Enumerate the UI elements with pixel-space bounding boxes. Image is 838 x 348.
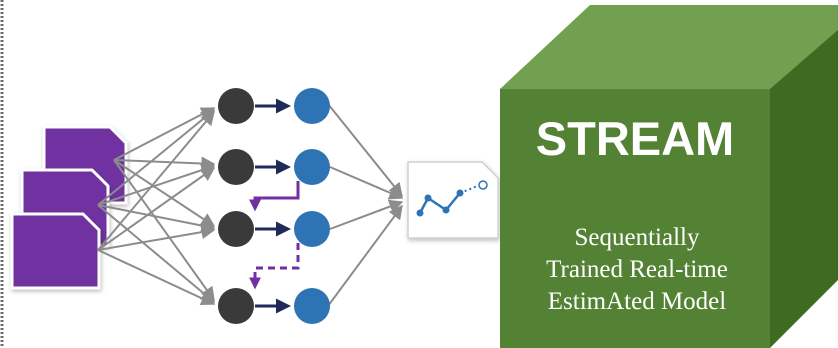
input-node <box>218 288 254 324</box>
chart-point <box>416 209 424 217</box>
input-arrow <box>113 159 216 227</box>
sequential-arrow-solid <box>249 181 300 212</box>
data-card-front <box>10 212 101 290</box>
output-node <box>294 211 330 247</box>
model-subtitle-line-2: Trained Real-time <box>546 256 728 283</box>
cube-top-face <box>500 5 838 89</box>
sequential-arrow-dashed <box>249 243 300 290</box>
input-arrow <box>97 225 216 251</box>
input-arrows <box>97 107 216 306</box>
output-arrow <box>327 204 403 307</box>
cube-side-face <box>770 30 838 348</box>
chart-point <box>424 194 432 202</box>
model-title: STREAM <box>536 112 734 165</box>
chart-line <box>418 192 461 214</box>
input-arrow <box>97 109 216 206</box>
chart-forecast-line <box>459 184 481 194</box>
model-subtitle-line-1: Sequentially <box>575 224 700 251</box>
cube-front-face <box>500 89 770 348</box>
input-arrow <box>97 204 216 233</box>
input-node <box>218 211 254 247</box>
input-arrow <box>97 163 216 206</box>
data-stack-icon <box>10 125 128 290</box>
chart-card-icon <box>407 161 499 239</box>
pair-arrows <box>255 98 291 314</box>
input-arrow <box>97 204 216 303</box>
input-arrow <box>113 107 216 161</box>
output-nodes <box>294 88 330 324</box>
input-nodes <box>218 88 254 324</box>
stream-model-cube: STREAM Sequentially Trained Real-time Es… <box>500 5 838 348</box>
input-arrow <box>97 110 215 251</box>
input-node <box>218 149 254 185</box>
output-arrow <box>327 103 403 198</box>
input-arrow <box>113 159 215 302</box>
output-arrow <box>329 199 404 230</box>
input-arrow <box>97 249 216 306</box>
input-node <box>218 88 254 124</box>
output-node <box>294 88 330 124</box>
input-arrow <box>97 167 216 251</box>
chart-point <box>442 206 450 214</box>
output-arrow <box>329 166 404 200</box>
input-arrow <box>113 156 216 171</box>
model-subtitle-line-3: EstimAted Model <box>548 288 727 315</box>
output-node <box>294 149 330 185</box>
output-arrows <box>327 103 404 307</box>
output-node <box>294 288 330 324</box>
chart-forecast-point <box>478 180 488 190</box>
chart-point <box>456 189 464 197</box>
